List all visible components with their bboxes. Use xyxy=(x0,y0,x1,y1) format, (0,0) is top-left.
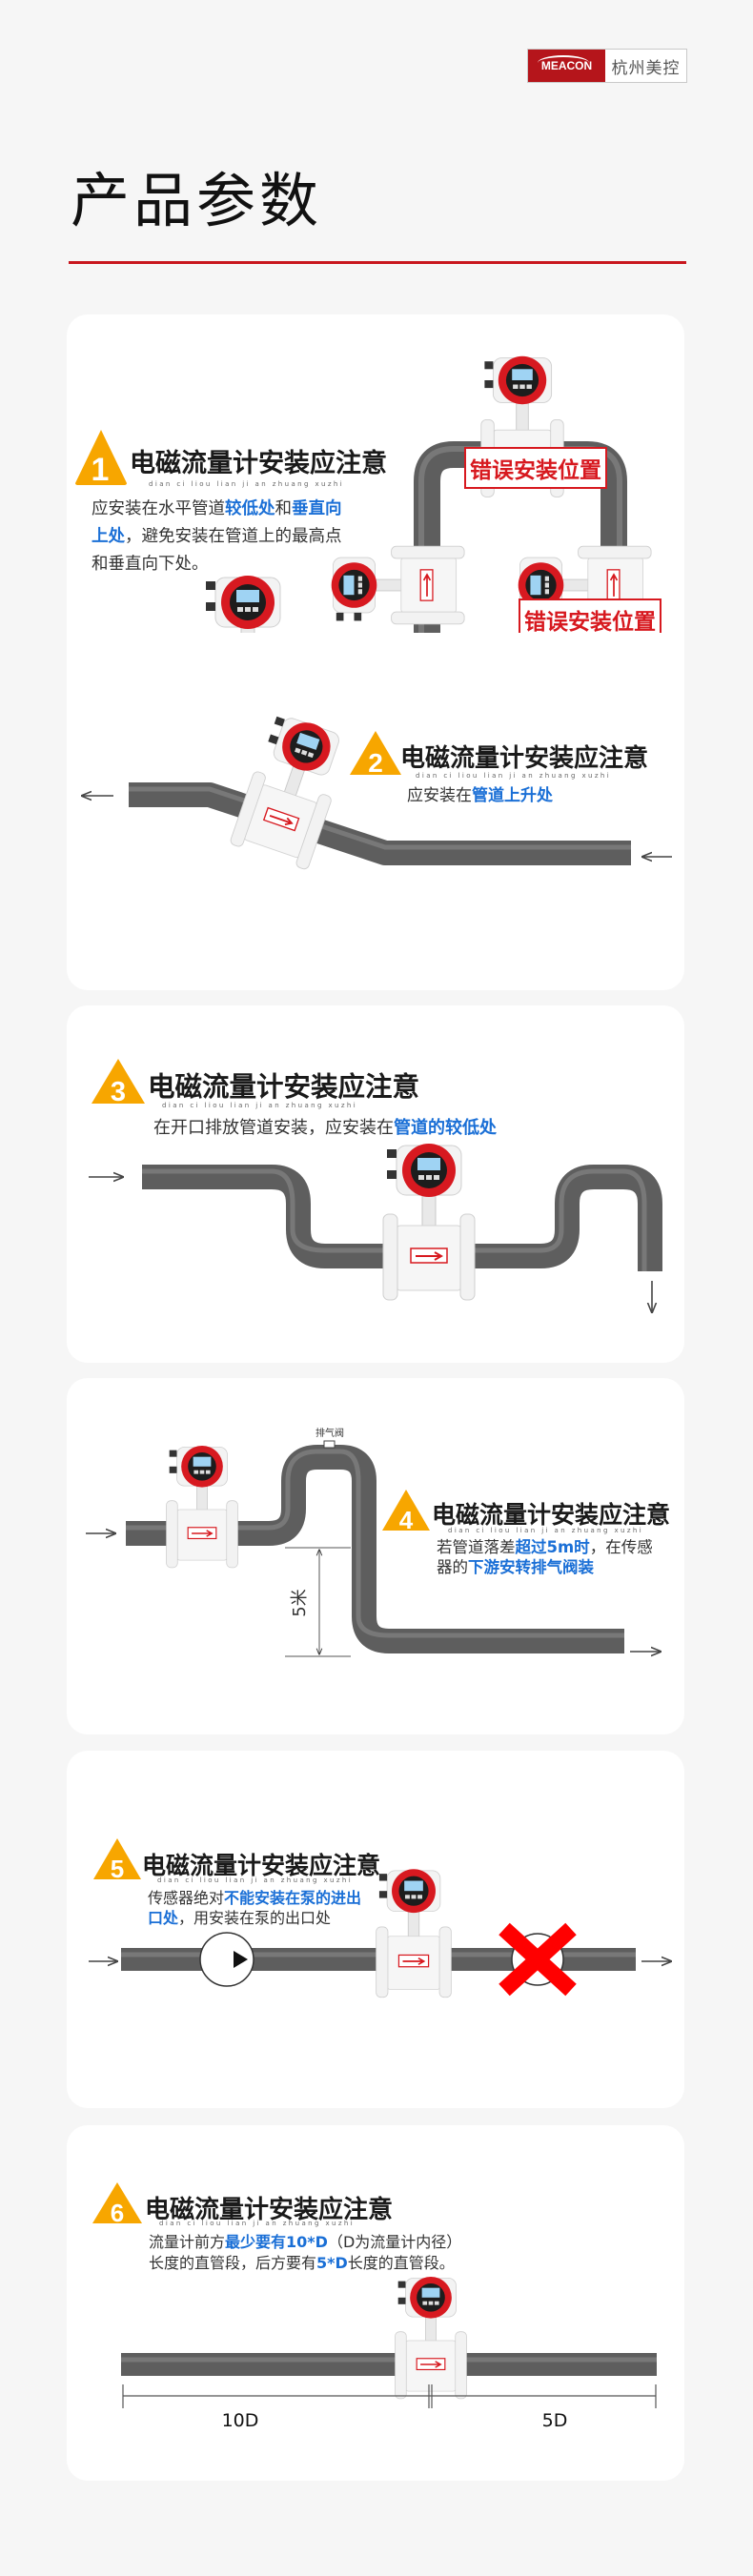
description-text: 管道上升处 xyxy=(472,786,553,805)
section-description: 传感器绝对不能安装在泵的进出 口处，用安装在泵的出口处 xyxy=(148,1888,361,1928)
brand-logo: MEACON 杭州美控 xyxy=(527,49,687,83)
description-text: 最少要有10*D xyxy=(225,2233,328,2251)
section-title: 电磁流量计安装应注意 xyxy=(400,744,649,773)
description-text: 若管道落差 xyxy=(437,1538,516,1556)
section-title: 电磁流量计安装应注意 xyxy=(142,1852,381,1879)
section-pinyin: dian ci liou lian ji an zhuang xuzhi xyxy=(162,1102,358,1109)
pump-icon xyxy=(199,1932,254,1987)
section-description: 应安装在水平管道较低处和垂直向 上处，避免安装在管道上的最高点 和垂直向下处。 xyxy=(92,496,342,578)
section-pinyin: dian ci liou lian ji an zhuang xuzhi xyxy=(157,1876,354,1884)
description-text: 口处 xyxy=(148,1909,179,1927)
section-description: 应安装在管道上升处 xyxy=(407,781,553,805)
svg-text:3: 3 xyxy=(111,1077,126,1105)
diagram-5 xyxy=(89,1868,684,1998)
description-text: 长度的直管段，后方要有 xyxy=(149,2254,317,2272)
section-pinyin: dian ci liou lian ji an zhuang xuzhi xyxy=(159,2220,356,2227)
page-title: 产品参数 xyxy=(71,166,323,235)
section-title: 电磁流量计安装应注意 xyxy=(130,449,387,478)
description-text: 垂直向 xyxy=(292,499,342,518)
flowmeter xyxy=(375,1868,453,1998)
description-text: 应安装在 xyxy=(407,786,472,805)
description-text: 传感器绝对 xyxy=(148,1889,225,1907)
downstream-length-label: 5D xyxy=(542,2410,568,2431)
forbidden-x-icon xyxy=(499,1922,577,1997)
description-text: 下游安转排气阀装 xyxy=(468,1558,594,1576)
install-card-5: 5 电磁流量计安装应注意 dian ci liou lian ji an zhu… xyxy=(67,1751,684,2108)
flowmeter xyxy=(165,1445,239,1569)
warning-badge-6: 6 xyxy=(92,2182,142,2225)
title-divider xyxy=(69,261,686,264)
svg-text:4: 4 xyxy=(399,1506,414,1532)
straight-run-dimension xyxy=(122,2384,657,2408)
description-text: 和垂直向下处。 xyxy=(92,555,209,574)
description-text: 在开口排放管道安装，应安装在 xyxy=(153,1118,394,1138)
warning-badge-4: 4 xyxy=(382,1490,430,1532)
logo-mark: MEACON xyxy=(528,50,605,82)
height-label: 5米 xyxy=(290,1589,310,1616)
description-text: 长度的直管段。 xyxy=(347,2254,455,2272)
flowmeter-low-point xyxy=(382,1143,476,1301)
description-text: ，在传感 xyxy=(589,1538,653,1556)
description-text: ，用安装在泵的出口处 xyxy=(178,1909,332,1927)
description-text: 超过5m时 xyxy=(515,1538,590,1556)
section-description: 流量计前方最少要有10*D（D为流量计内径） 长度的直管段，后方要有5*D长度的… xyxy=(149,2232,461,2274)
flowmeter-vertical-up xyxy=(330,545,465,625)
air-release-valve xyxy=(323,1440,336,1449)
diagram-2 xyxy=(67,709,672,872)
description-text: 应安装在水平管道 xyxy=(92,499,225,518)
section-description: 若管道落差超过5m时，在传感 器的下游安转排气阀装 xyxy=(437,1537,653,1577)
description-text: 上处 xyxy=(92,527,125,546)
section-pinyin: dian ci liou lian ji an zhuang xuzhi xyxy=(416,772,612,780)
install-card-6: 10D 5D 6 电磁流量计安装应注意 dian ci liou lian ji… xyxy=(67,2125,684,2481)
section-description: 在开口排放管道安装，应安装在管道的较低处 xyxy=(153,1114,497,1139)
diagram-6: 10D 5D xyxy=(121,2276,657,2431)
section-title: 电磁流量计安装应注意 xyxy=(432,1501,671,1529)
svg-text:6: 6 xyxy=(111,2199,124,2225)
svg-text:2: 2 xyxy=(368,748,383,777)
warning-badge-1: 1 xyxy=(75,430,127,486)
description-text: （D为流量计内径） xyxy=(327,2233,462,2251)
flowmeter xyxy=(394,2276,468,2400)
warning-badge-5: 5 xyxy=(93,1838,141,1881)
diagram-3 xyxy=(89,1143,662,1363)
upstream-length-label: 10D xyxy=(222,2410,259,2431)
section-title: 电磁流量计安装应注意 xyxy=(145,2196,394,2224)
description-text: 和 xyxy=(275,499,293,518)
description-text: 器的 xyxy=(437,1558,468,1576)
warning-badge-2: 2 xyxy=(350,731,401,777)
section-pinyin: dian ci liou lian ji an zhuang xuzhi xyxy=(448,1527,644,1534)
description-text: 流量计前方 xyxy=(149,2233,226,2251)
description-text: 5*D xyxy=(316,2254,348,2272)
svg-text:1: 1 xyxy=(92,452,110,486)
valve-label: 排气阀 xyxy=(315,1427,344,1439)
description-text: 不能安装在泵的进出 xyxy=(224,1889,362,1907)
install-card-3: 3 电磁流量计安装应注意 dian ci liou lian ji an zhu… xyxy=(67,1005,684,1363)
section-title: 电磁流量计安装应注意 xyxy=(148,1071,420,1103)
section-pinyin: dian ci liou lian ji an zhuang xuzhi xyxy=(149,480,345,488)
svg-text:5: 5 xyxy=(111,1855,124,1881)
wrong-position-label: 错误安装位置 xyxy=(464,447,607,489)
pipe xyxy=(142,1165,662,1271)
description-text: ，避免安装在管道上的最高点 xyxy=(125,527,342,546)
warning-badge-3: 3 xyxy=(92,1059,145,1105)
install-card-2: 2 电磁流量计安装应注意 dian ci liou lian ji an zhu… xyxy=(67,633,684,990)
diagram-4: 排气阀 5米 xyxy=(86,1427,684,1657)
description-text: 较低处 xyxy=(225,499,275,518)
install-card-4: 排气阀 5米 4 电磁流量计安装应注意 dian ci liou lian ji… xyxy=(67,1378,684,1734)
company-name: 杭州美控 xyxy=(611,58,681,78)
description-text: 管道的较低处 xyxy=(394,1118,497,1138)
